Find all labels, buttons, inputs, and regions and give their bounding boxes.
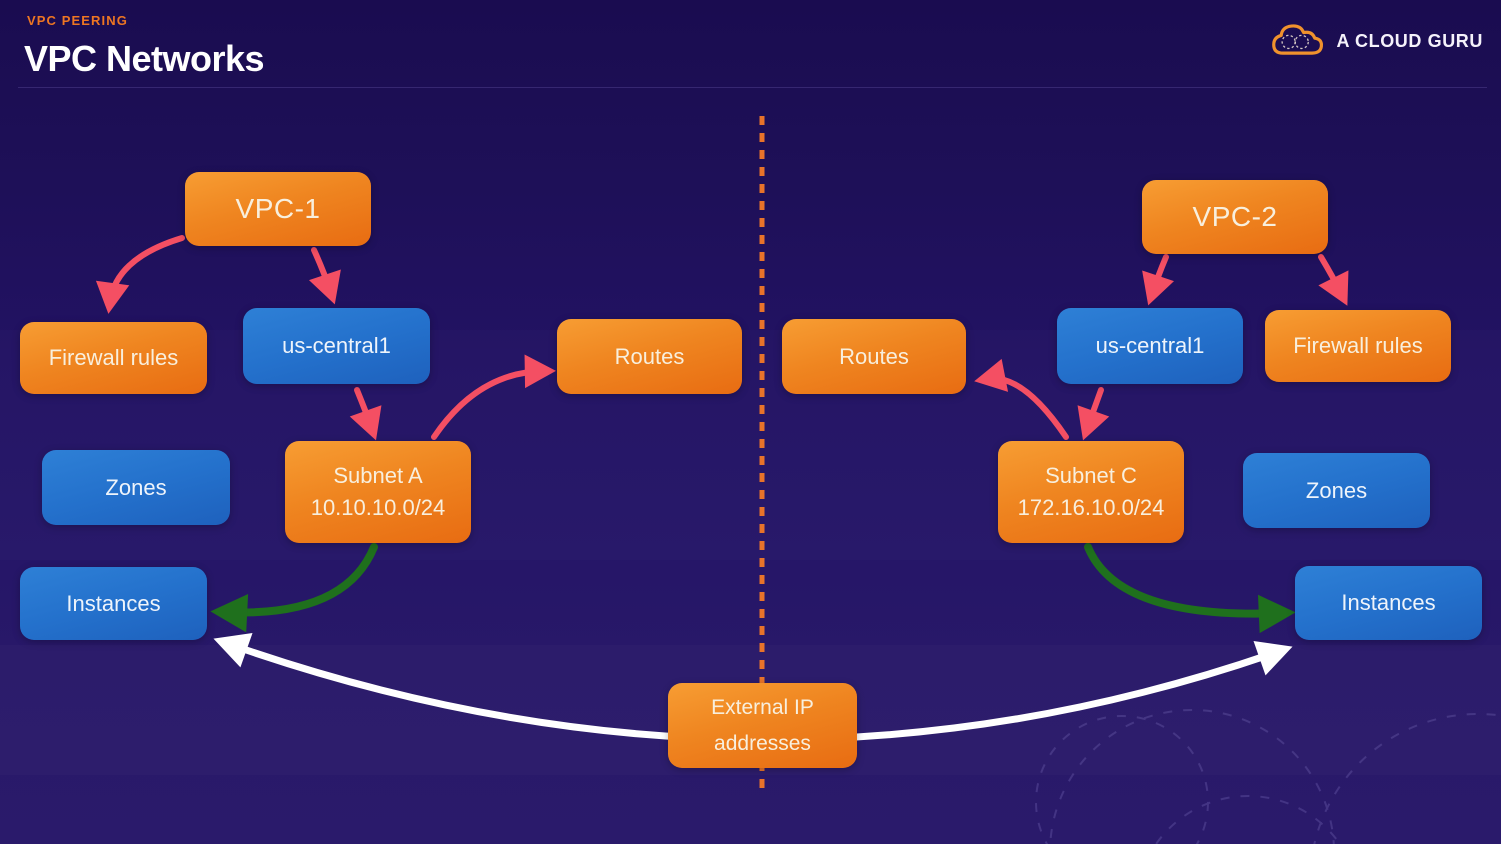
node-subnet-c: Subnet C 172.16.10.0/24 bbox=[998, 441, 1184, 543]
page-title: VPC Networks bbox=[24, 38, 265, 79]
arrow-pink-vpc2-to-uscentral bbox=[1142, 254, 1175, 306]
arrow-green-subnet-a-to-instances bbox=[210, 543, 378, 633]
node-zones-left: Zones bbox=[42, 450, 230, 525]
node-subnet-a-name: Subnet A bbox=[333, 463, 423, 489]
node-zones-left-label: Zones bbox=[105, 474, 167, 500]
node-us-central1-right: us-central1 bbox=[1057, 308, 1243, 384]
node-vpc-2-label: VPC-2 bbox=[1192, 200, 1278, 232]
node-external-ip-line2: addresses bbox=[714, 731, 811, 755]
node-us-central1-right-label: us-central1 bbox=[1095, 333, 1205, 359]
node-firewall-rules-left: Firewall rules bbox=[20, 322, 207, 394]
node-subnet-c-cidr: 172.16.10.0/24 bbox=[1017, 495, 1165, 520]
node-subnet-a: Subnet A 10.10.10.0/24 bbox=[285, 441, 471, 543]
arrow-pink-subnet-c-to-routes bbox=[974, 358, 1069, 440]
arrow-pink-vpc2-to-firewall bbox=[1318, 254, 1349, 306]
node-firewall-rules-right: Firewall rules bbox=[1265, 310, 1451, 382]
node-subnet-a-cidr: 10.10.10.0/24 bbox=[310, 495, 446, 520]
node-subnet-c-name: Subnet C bbox=[1045, 463, 1137, 489]
arrow-pink-uscentral-to-subnet-c bbox=[1077, 387, 1110, 441]
node-us-central1-left-label: us-central1 bbox=[282, 333, 391, 359]
node-instances-left: Instances bbox=[20, 567, 207, 640]
node-routes-left-label: Routes bbox=[614, 343, 685, 369]
node-us-central1-left: us-central1 bbox=[243, 308, 430, 384]
node-firewall-rules-left-label: Firewall rules bbox=[48, 345, 179, 371]
node-firewall-rules-right-label: Firewall rules bbox=[1293, 333, 1423, 359]
cloud-icon bbox=[1272, 24, 1324, 55]
node-vpc-1-label: VPC-1 bbox=[235, 192, 321, 224]
arrow-green-subnet-c-to-instances bbox=[1084, 543, 1296, 634]
decorative-dashed-circles bbox=[1035, 709, 1501, 844]
node-instances-right: Instances bbox=[1295, 566, 1482, 640]
brand-name: A CLOUD GURU bbox=[1336, 30, 1483, 51]
node-external-ip-addresses: External IP addresses bbox=[668, 683, 857, 768]
arrow-pink-uscentral-to-subnet-a bbox=[349, 387, 382, 441]
node-routes-right-label: Routes bbox=[839, 343, 909, 369]
header-divider bbox=[18, 87, 1487, 88]
node-vpc-2: VPC-2 bbox=[1142, 180, 1328, 254]
node-instances-right-label: Instances bbox=[1341, 590, 1436, 616]
node-routes-left: Routes bbox=[557, 319, 742, 394]
node-vpc-1: VPC-1 bbox=[185, 172, 371, 246]
arrow-pink-vpc1-to-uscentral bbox=[308, 247, 341, 305]
slide-eyebrow: VPC PEERING bbox=[27, 13, 128, 28]
node-instances-left-label: Instances bbox=[66, 590, 161, 616]
node-external-ip-line1: External IP bbox=[711, 695, 814, 719]
arrow-pink-subnet-a-to-routes bbox=[431, 354, 556, 440]
node-zones-right: Zones bbox=[1243, 453, 1430, 528]
brand-logo: A CLOUD GURU bbox=[1270, 22, 1483, 60]
arrow-pink-vpc1-to-firewall bbox=[95, 235, 185, 314]
node-routes-right: Routes bbox=[782, 319, 966, 394]
node-zones-right-label: Zones bbox=[1305, 477, 1368, 503]
